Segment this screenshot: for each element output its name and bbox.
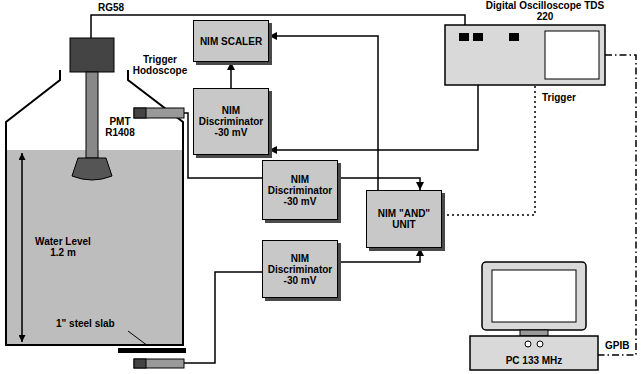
oscilloscope-body [445,25,605,85]
and-module: NIM "AND" UNIT [366,190,442,248]
pmt-bulb [72,158,112,180]
part-label: Trigger Hodoscope [130,54,190,76]
monitor [482,262,586,330]
node-text: NIM "AND" UNIT [371,208,437,230]
connector [338,248,420,262]
signal-line [598,55,636,355]
node-text: NIM Discriminator -30 mV [267,253,333,286]
edge-label: GPIB [604,340,630,351]
dimension-label: Water Level 1.2 m [30,236,96,258]
scaler-module: NIM SCALER [193,20,269,62]
discriminator-module: NIM Discriminator -30 mV [262,160,338,220]
input-port [509,33,519,41]
connector [230,62,232,88]
pmt-tube [86,72,98,158]
cable [91,15,465,38]
wire [184,272,262,363]
hodoscope-paddle [134,359,184,368]
input-port [459,33,469,41]
water [6,150,183,345]
connector [269,85,478,150]
steel-slab [118,348,186,353]
drive-slot [537,341,543,347]
drive-slot [525,341,531,347]
monitor-screen [492,270,576,322]
monitor-stand [520,330,548,336]
hodoscope-pmt [134,359,146,368]
pc-case [470,336,598,370]
cable-label: RG58 [98,2,124,13]
leader-line [128,331,148,346]
discriminator-module: NIM Discriminator -30 mV [193,88,269,155]
node-text: NIM Discriminator -30 mV [198,105,264,138]
water-tank [6,70,183,345]
hodoscope-pmt [134,108,146,118]
discriminator-module: NIM Discriminator -30 mV [262,240,338,298]
part-label: PMT R1408 [100,116,140,138]
node-text: PC 133 MHz [470,355,598,366]
oscilloscope-screen [545,31,599,79]
node-text: NIM Discriminator -30 mV [267,174,333,207]
computer: PC 133 MHz [470,262,598,370]
signal-line [442,85,535,215]
dimension-arrow [21,153,23,342]
node-text: NIM SCALER [198,36,264,47]
hodoscope-paddle [134,108,184,118]
oscilloscope: Digital Oscilloscope TDS 220 [445,0,605,85]
part-label: 1" steel slab [56,318,115,329]
edge-label: Trigger [541,92,577,103]
pmt-base [70,38,114,72]
connector [338,178,420,190]
node-text: Digital Oscilloscope TDS 220 [485,0,605,22]
input-port [473,33,483,41]
